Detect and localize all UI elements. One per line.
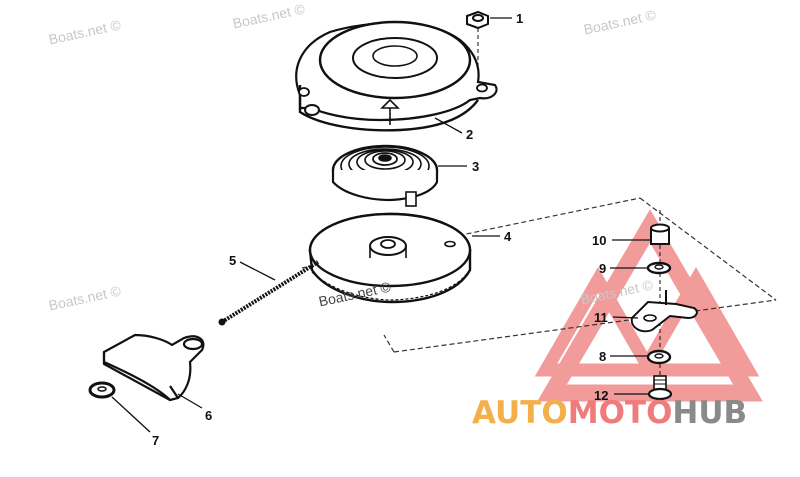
part-washer (88, 381, 116, 399)
callout-5: 5 (229, 253, 237, 268)
callout-12: 12 (594, 388, 609, 403)
leader-2 (434, 117, 463, 134)
part-hardware-stack (630, 210, 698, 401)
logo-triangle-right (632, 267, 760, 377)
leader-6 (177, 393, 203, 409)
callout-7: 7 (152, 433, 160, 448)
callout-9: 9 (599, 261, 607, 276)
part-recoil-spring (331, 144, 439, 207)
callout-11: 11 (594, 310, 608, 325)
part-starter-handle (102, 333, 205, 402)
leader-lines (111, 17, 650, 433)
leader-11 (612, 316, 639, 319)
leader-5 (239, 261, 276, 281)
callout-10: 10 (592, 233, 607, 248)
callout-6: 6 (205, 408, 213, 423)
callout-2: 2 (466, 127, 474, 142)
part-starter-rope (218, 260, 320, 326)
logo-triangle-left (534, 267, 662, 377)
logo-text-hub: HUB (672, 395, 748, 431)
logo-text-moto: MOTO (567, 395, 673, 431)
part-pawl (630, 300, 698, 333)
callout-4: 4 (504, 229, 512, 244)
automotohub-logo: AUTOMOTOHUB (472, 395, 747, 431)
part-pulley (308, 212, 472, 304)
callout-8: 8 (599, 349, 607, 364)
logo-text-auto: AUTO (472, 395, 568, 431)
callout-1: 1 (516, 11, 524, 26)
part-housing (295, 20, 498, 132)
leader-7 (111, 396, 151, 433)
callout-3: 3 (472, 159, 480, 174)
